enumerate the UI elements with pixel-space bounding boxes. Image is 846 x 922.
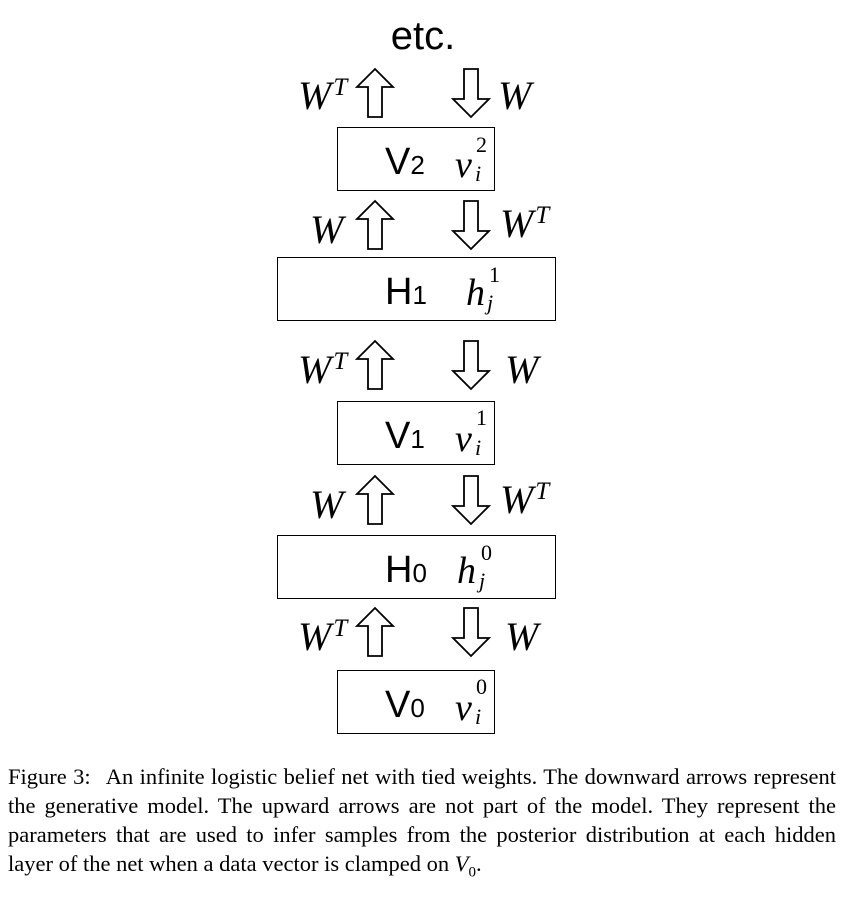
up-weight-base: W xyxy=(298,614,332,659)
up-weight-sup: T xyxy=(333,348,348,375)
up-weight-base: W xyxy=(310,482,344,527)
layer-unit-sub: i xyxy=(475,161,482,186)
layer-unit-sub: i xyxy=(475,435,482,460)
layer-letter: V xyxy=(385,141,411,183)
layer-name: V0 xyxy=(385,686,425,724)
layer-index: 0 xyxy=(412,558,427,588)
caption-end-punct: . xyxy=(475,851,482,876)
down-weight-label: WT xyxy=(500,201,550,246)
up-arrow-icon xyxy=(354,339,396,390)
layer-unit-symbol: h xyxy=(457,550,476,592)
down-weight-label: W xyxy=(505,617,540,657)
layer-unit-sup: 1 xyxy=(476,405,487,430)
layer-unit-sup: 0 xyxy=(476,674,487,699)
down-arrow-icon xyxy=(450,68,492,119)
caption-number: Figure 3: xyxy=(8,764,91,789)
layer-unit-symbol: v xyxy=(455,418,472,460)
caption-variable-sub: 0 xyxy=(468,864,476,881)
caption-variable-letter: V xyxy=(454,851,469,876)
layer-box-h0 xyxy=(277,535,556,599)
layer-box-v0 xyxy=(337,670,495,734)
up-arrow-icon xyxy=(354,474,396,525)
layer-index: 1 xyxy=(410,424,425,454)
up-arrow-icon xyxy=(354,606,396,657)
down-weight-base: W xyxy=(505,347,539,392)
layer-index: 1 xyxy=(412,280,427,310)
layer-letter: V xyxy=(385,415,411,457)
layer-unit-sub: j xyxy=(487,290,494,315)
down-arrow-icon xyxy=(450,475,492,526)
down-weight-base: W xyxy=(505,614,539,659)
down-arrow-icon xyxy=(450,200,492,251)
layer-name: V1 xyxy=(385,417,425,455)
up-weight-base: W xyxy=(298,347,332,392)
layer-box-v2 xyxy=(337,127,495,191)
caption-text: An infinite logistic belief net with tie… xyxy=(8,764,836,876)
layer-unit-symbol: v xyxy=(455,687,472,729)
up-weight-sup: T xyxy=(333,615,348,642)
down-weight-sup: T xyxy=(535,478,550,505)
down-arrow-icon xyxy=(450,607,492,658)
down-weight-label: W xyxy=(498,76,533,116)
up-weight-label: WT xyxy=(298,73,348,118)
down-weight-base: W xyxy=(498,73,532,118)
layer-name: H1 xyxy=(385,273,427,311)
up-weight-base: W xyxy=(310,207,344,252)
up-weight-label: WT xyxy=(298,347,348,392)
layer-unit-sup: 1 xyxy=(489,262,500,287)
up-weight-base: W xyxy=(298,73,332,118)
layer-box-h1 xyxy=(277,257,556,321)
layer-name: V2 xyxy=(385,143,425,181)
layer-index: 0 xyxy=(410,693,425,723)
figure-caption: Figure 3: An infinite logistic belief ne… xyxy=(8,762,836,888)
layer-box-v1 xyxy=(337,401,495,465)
caption-variable: V0 xyxy=(454,851,476,881)
down-arrow-icon xyxy=(450,340,492,391)
up-weight-label: WT xyxy=(298,614,348,659)
down-weight-sup: T xyxy=(535,202,550,229)
layer-unit-symbol: h xyxy=(466,272,485,314)
down-weight-base: W xyxy=(500,477,534,522)
down-weight-label: WT xyxy=(500,477,550,522)
up-arrow-icon xyxy=(354,67,396,118)
down-weight-base: W xyxy=(500,201,534,246)
layer-name: H0 xyxy=(385,551,427,589)
etc-label: etc. xyxy=(390,14,456,58)
down-weight-label: W xyxy=(505,350,540,390)
up-arrow-icon xyxy=(354,199,396,250)
up-weight-label: W xyxy=(310,210,345,250)
layer-unit-sub: i xyxy=(475,704,482,729)
layer-unit-sub: j xyxy=(479,568,486,593)
layer-index: 2 xyxy=(410,150,425,180)
layer-unit-sup: 2 xyxy=(476,132,487,157)
layer-unit-symbol: v xyxy=(455,144,472,186)
layer-letter: V xyxy=(385,684,411,726)
up-weight-sup: T xyxy=(333,74,348,101)
layer-letter: H xyxy=(385,549,413,591)
up-weight-label: W xyxy=(310,485,345,525)
layer-unit-sup: 0 xyxy=(481,540,492,565)
layer-letter: H xyxy=(385,271,413,313)
